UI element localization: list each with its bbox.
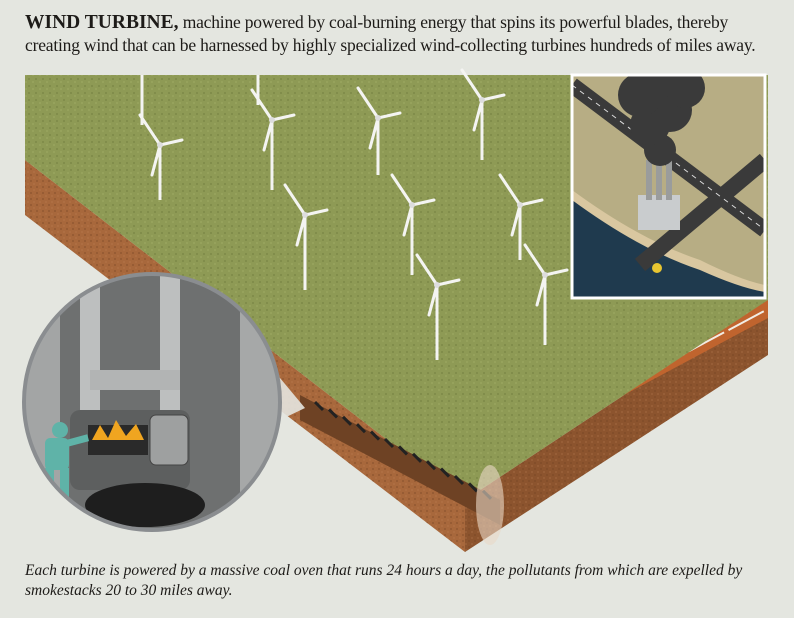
rail-tie	[355, 423, 367, 434]
wind-turbine	[460, 68, 506, 160]
wind-turbine	[415, 253, 461, 360]
wind-turbine	[390, 173, 436, 275]
rail-tie	[425, 460, 437, 471]
wind-turbine	[523, 243, 569, 345]
caption: Each turbine is powered by a massive coa…	[25, 562, 743, 599]
headline: WIND TURBINE, machine powered by coal-bu…	[25, 11, 785, 57]
rail-tie	[467, 482, 479, 493]
wind-turbine	[498, 173, 544, 260]
wind-turbine	[283, 183, 329, 290]
tunnel	[300, 395, 500, 525]
wind-turbine	[250, 88, 296, 190]
rail-tie	[453, 474, 465, 486]
rail-tie	[369, 430, 381, 441]
rail-tie	[411, 452, 423, 463]
rail-tie	[397, 445, 409, 456]
rail-tie	[439, 467, 451, 478]
headline-term: WIND TURBINE,	[25, 12, 179, 33]
coal-oven-inset	[22, 272, 305, 532]
wind-turbines	[138, 68, 569, 360]
wind-turbine	[356, 86, 402, 175]
rail-tie	[313, 400, 325, 412]
rail-tie	[341, 415, 353, 426]
rail-tie	[383, 437, 395, 449]
rail-tie	[327, 408, 339, 419]
smoke-plume	[618, 75, 705, 166]
headline-definition: machine powered by coal-burning energy t…	[25, 12, 756, 55]
smokestack-inset	[572, 75, 765, 298]
